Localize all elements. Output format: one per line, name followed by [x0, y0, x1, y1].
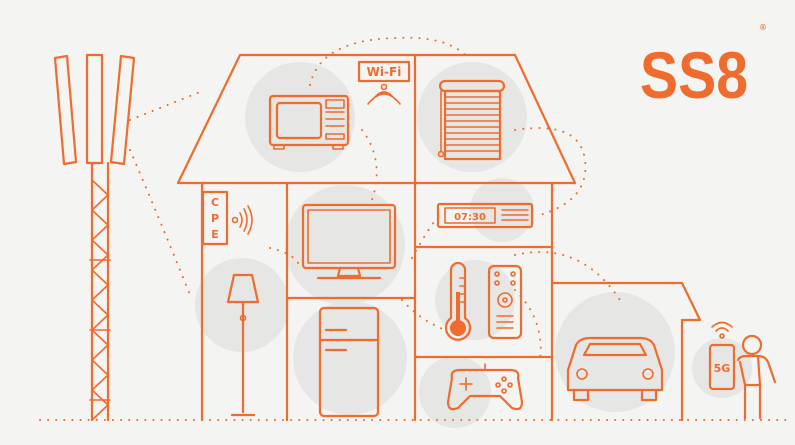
car-icon: [566, 336, 664, 402]
cell-tower: [53, 53, 136, 422]
smartphone-icon: 5G: [708, 321, 736, 391]
person-icon: [736, 334, 777, 420]
cpe-letter: C: [211, 196, 219, 209]
microwave-icon: [268, 94, 350, 150]
cpe-letter: P: [211, 212, 219, 225]
refrigerator-icon: [318, 306, 380, 418]
clock-time: 07:30: [454, 212, 486, 223]
remote-control-icon: [487, 264, 523, 340]
window-blind-icon: [437, 79, 506, 161]
game-controller-icon: [446, 363, 524, 411]
wifi-label: Wi-Fi: [367, 65, 402, 79]
wifi-sign: Wi-Fi: [357, 60, 411, 105]
phone-network-label: 5G: [714, 362, 731, 375]
floor-lamp-icon: [226, 273, 260, 417]
ss8-logo: SS8 ®: [640, 23, 766, 112]
device-backdrops: [195, 62, 752, 428]
wifi-signal-icon: [367, 83, 401, 105]
registered-mark: ®: [760, 23, 766, 32]
house-outline: [176, 53, 702, 422]
television-icon: [301, 203, 397, 280]
thermometer-icon: [444, 261, 472, 341]
cpe-letter: E: [211, 228, 219, 241]
cpe-device: C P E: [201, 190, 253, 246]
logo-text: SS8: [640, 38, 748, 112]
cpe-signal-icon: [231, 205, 253, 235]
clock-radio-icon: 07:30: [436, 202, 534, 229]
phone-signal-icon: [711, 321, 733, 339]
